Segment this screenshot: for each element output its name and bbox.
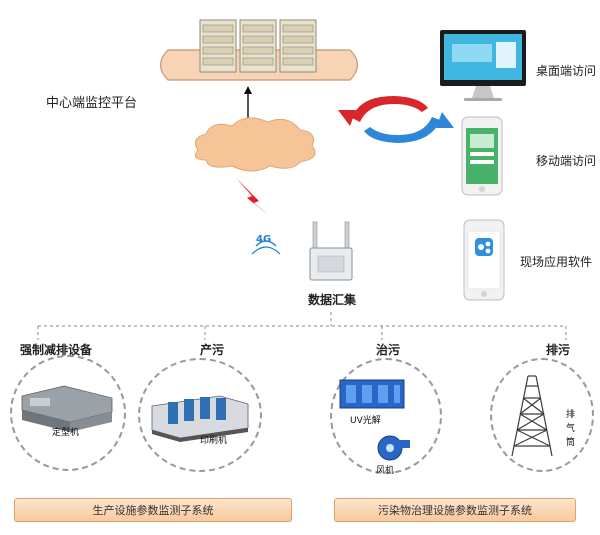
fan-label: 风机 [376, 466, 395, 476]
server-rack-icon [199, 19, 237, 73]
signal-4g-label: 4G [256, 234, 272, 245]
branch-discharge: 排污 [546, 343, 571, 357]
desktop-access-label: 桌面端访问 [536, 64, 597, 78]
branch-treatment: 治污 [376, 343, 401, 357]
sync-arrows-icon [338, 96, 454, 143]
signal-4g-icon [251, 240, 281, 255]
setting-machine-icon [21, 385, 113, 432]
gateway-label: 数据汇集 [308, 293, 357, 307]
mobile-phone-icon [461, 116, 503, 196]
desktop-monitor-icon [440, 30, 526, 101]
platform-label: 中心端监控平台 [46, 96, 138, 111]
mobile-access-label: 移动端访问 [536, 154, 597, 168]
printing-machine-label: 印刷机 [200, 436, 228, 446]
branch-connector-lines [37, 312, 567, 340]
fan-icon [377, 435, 410, 461]
production-monitor-subsystem: 生产设施参数监测子系统 [14, 498, 292, 522]
treatment-monitor-subsystem: 污染物治理设施参数监测子系统 [334, 498, 576, 522]
uv-photolysis-icon [339, 379, 405, 409]
branch-emission-equipment: 强制减排设备 [20, 343, 93, 357]
uv-photolysis-label: UV光解 [350, 416, 381, 426]
gateway-device-icon [309, 221, 353, 281]
chimney-tower-icon [511, 375, 553, 457]
server-rack-icon [279, 19, 317, 73]
chimney-label: 排气筒 [566, 410, 576, 448]
lightning-icon [236, 178, 270, 216]
server-rack-icon [239, 19, 277, 73]
app-phone-icon [463, 219, 505, 301]
printing-machine-icon [151, 395, 249, 442]
field-app-label: 现场应用软件 [520, 255, 593, 269]
cloud-icon [194, 117, 316, 172]
setting-machine-label: 定型机 [52, 428, 80, 438]
branch-production: 产污 [200, 343, 225, 357]
